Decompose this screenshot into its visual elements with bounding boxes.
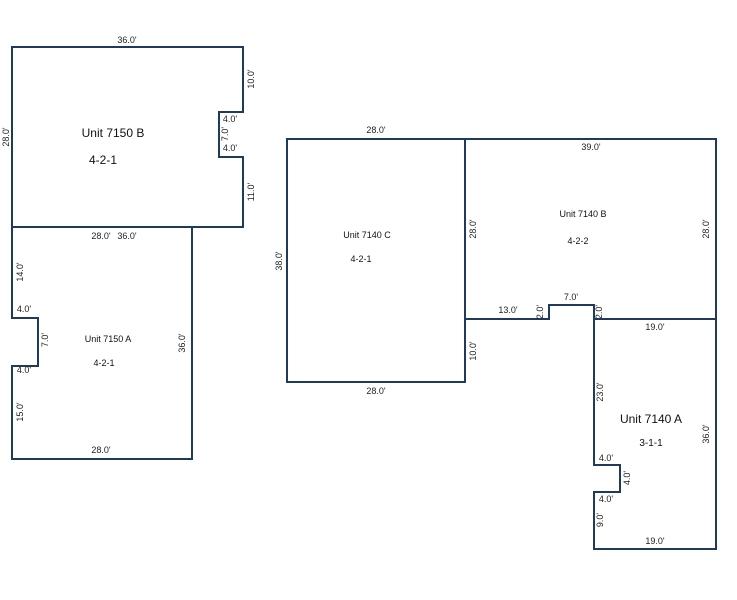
unit-7150-a-config: 4-2-1: [93, 358, 114, 368]
unit-7140-b-name: Unit 7140 B: [559, 209, 606, 219]
unit-7140-b-dim-step-left: 2.0': [535, 305, 545, 320]
unit-7140-a-dim-bottom: 19.0': [645, 536, 665, 546]
unit-7140-a-dim-left-upper: 23.0': [595, 382, 605, 402]
unit-7140-a-dim-left-lower: 9.0': [595, 513, 605, 528]
unit-7150-a-dim-bottom: 28.0': [91, 445, 111, 455]
unit-7140-b-dim-step-top: 7.0': [564, 292, 579, 302]
unit-7150-a-dim-notch-side: 7.0': [40, 333, 50, 348]
unit-7150-a-name: Unit 7150 A: [85, 334, 132, 344]
unit-7140-c-dim-right-lower: 10.0': [468, 341, 478, 361]
unit-7150-b-dim-bottom: 36.0': [117, 231, 137, 241]
unit-7140-a-name: Unit 7140 A: [620, 412, 682, 426]
unit-7140-c-dim-left: 38.0': [274, 251, 284, 271]
unit-7140-b-dim-right: 28.0': [701, 219, 711, 239]
unit-7140-b: 39.0' 28.0' 19.0' 2.0' 7.0' 2.0' 13.0' U…: [464, 138, 717, 332]
unit-7140-a-dim-notch-side: 4.0': [622, 471, 632, 486]
unit-7140-c-config: 4-2-1: [350, 254, 371, 264]
unit-7150-a-dim-top: 28.0': [91, 231, 111, 241]
unit-7140-b-outline: [464, 138, 717, 320]
unit-7140-b-dim-top: 39.0': [581, 142, 601, 152]
unit-7150-b-name: Unit 7150 B: [82, 126, 145, 140]
unit-7150-b-dim-top: 36.0': [117, 35, 137, 45]
unit-7150-a: 28.0' 36.0' 28.0' 15.0' 4.0' 7.0' 4.0' 1…: [11, 226, 193, 460]
unit-7140-a-config: 3-1-1: [639, 438, 663, 449]
unit-7140-a-dim-right: 36.0': [701, 424, 711, 444]
unit-7150-a-dim-notch-bottom: 4.0': [17, 365, 32, 375]
unit-7150-b-config: 4-2-1: [89, 153, 117, 167]
unit-7150-a-dim-notch-top: 4.0': [17, 304, 32, 314]
unit-7140-c-name: Unit 7140 C: [343, 230, 391, 240]
unit-7140-c-dim-top: 28.0': [366, 125, 386, 135]
unit-7140-a-dim-notch-bottom: 4.0': [599, 494, 614, 504]
unit-7150-b-dim-notch-side: 7.0': [220, 127, 230, 142]
unit-7140-c-outline: [286, 138, 466, 383]
unit-7150-a-outline: [11, 226, 193, 460]
unit-7140-a: 36.0' 19.0' 9.0' 4.0' 4.0' 4.0' 23.0' Un…: [593, 318, 717, 550]
unit-7150-b-dim-left: 28.0': [1, 127, 11, 147]
unit-7140-c: 28.0' 28.0' 10.0' 28.0' 38.0' Unit 7140 …: [274, 125, 478, 396]
unit-7140-a-outline: [593, 318, 717, 550]
unit-7150-b-dim-notch-bottom: 4.0': [223, 143, 238, 153]
unit-7140-a-dim-notch-top: 4.0': [599, 453, 614, 463]
unit-7150-b-dim-right-upper: 10.0': [246, 69, 256, 89]
unit-7140-c-dim-bottom: 28.0': [366, 386, 386, 396]
unit-7140-b-dim-bottom-left: 13.0': [498, 305, 518, 315]
unit-7140-c-dim-right-upper: 28.0': [468, 219, 478, 239]
unit-7150-b-dim-right-lower: 11.0': [246, 182, 256, 201]
unit-7140-b-dim-step-right: 2.0': [594, 305, 604, 320]
unit-7150-b: 36.0' 10.0' 4.0' 7.0' 4.0' 11.0' 36.0' 2…: [1, 35, 256, 241]
unit-7150-b-dim-notch-top: 4.0': [223, 114, 238, 124]
unit-7140-b-dim-bottom: 19.0': [645, 322, 665, 332]
unit-7140-b-config: 4-2-2: [567, 236, 588, 246]
unit-7150-a-dim-right: 36.0': [177, 333, 187, 353]
unit-7150-a-dim-left-lower: 15.0': [15, 402, 25, 422]
unit-7150-a-dim-left-upper: 14.0': [15, 262, 25, 282]
